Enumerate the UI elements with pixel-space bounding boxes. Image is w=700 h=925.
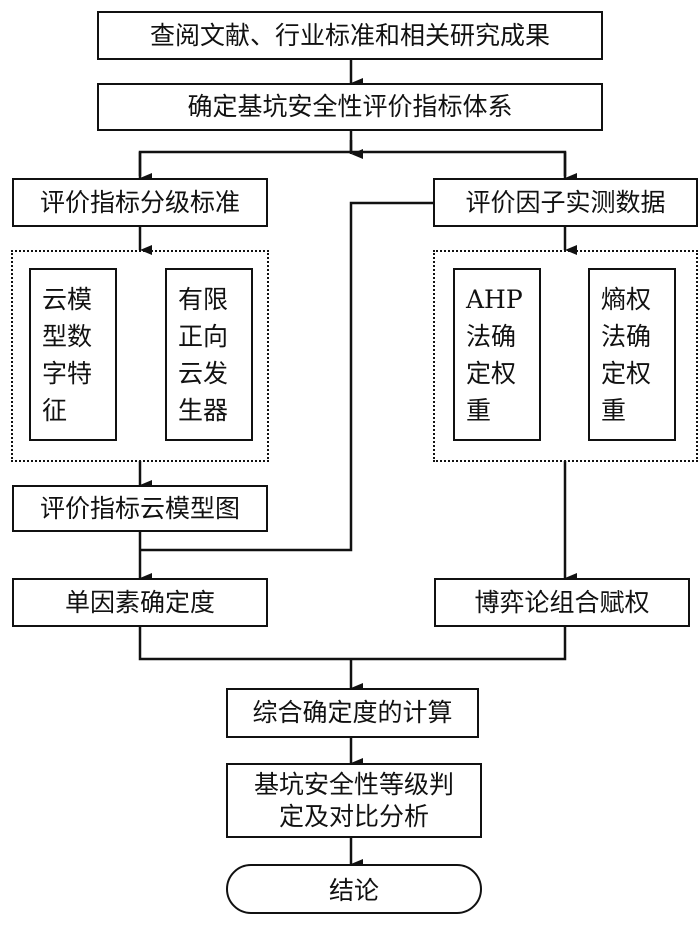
node-conclusion: 结论 <box>226 864 482 914</box>
node-cloud-digital-features-label: 云模型数字特征 <box>42 284 93 425</box>
node-index-system-label: 确定基坑安全性评价指标体系 <box>187 92 513 122</box>
node-single-factor-certainty: 单因素确定度 <box>12 578 268 627</box>
cloud-method-group <box>11 250 269 462</box>
merge-line <box>138 626 567 661</box>
node-comprehensive-certainty: 综合确定度的计算 <box>226 688 479 738</box>
node-grade-judgment-label: 基坑安全性等级判定及对比分析 <box>253 770 454 831</box>
node-literature-label: 查阅文献、行业标准和相关研究成果 <box>149 20 550 50</box>
node-cloud-model-chart-label: 评价指标云模型图 <box>39 493 240 523</box>
node-cloud-digital-features: 云模型数字特征 <box>29 268 117 441</box>
node-cloud-model-chart: 评价指标云模型图 <box>12 485 268 532</box>
node-entropy-weight: 熵权法确定权重 <box>588 268 676 441</box>
node-conclusion-label: 结论 <box>328 876 379 905</box>
node-game-theory-weighting-label: 博弈论组合赋权 <box>474 587 650 617</box>
line-measured-to-single-factor <box>140 201 434 552</box>
node-measured-data-label: 评价因子实测数据 <box>465 187 666 217</box>
node-entropy-weight-label: 熵权法确定权重 <box>601 284 652 425</box>
node-forward-cloud-generator: 有限正向云发生器 <box>165 268 253 441</box>
node-ahp-weight: AHP法确定权重 <box>453 268 541 441</box>
node-forward-cloud-generator-label: 有限正向云发生器 <box>178 284 229 425</box>
node-game-theory-weighting: 博弈论组合赋权 <box>434 578 690 627</box>
weight-method-group <box>433 250 698 462</box>
node-grade-judgment: 基坑安全性等级判定及对比分析 <box>226 763 482 838</box>
node-literature: 查阅文献、行业标准和相关研究成果 <box>97 11 603 60</box>
node-single-factor-certainty-label: 单因素确定度 <box>64 587 215 617</box>
node-measured-data: 评价因子实测数据 <box>433 178 698 227</box>
node-grading-standard: 评价指标分级标准 <box>12 178 268 227</box>
node-ahp-weight-label: AHP法确定权重 <box>466 284 523 425</box>
node-index-system: 确定基坑安全性评价指标体系 <box>97 83 603 131</box>
node-grading-standard-label: 评价指标分级标准 <box>39 187 240 217</box>
split-line <box>138 150 567 176</box>
node-comprehensive-certainty-label: 综合确定度的计算 <box>252 698 453 728</box>
